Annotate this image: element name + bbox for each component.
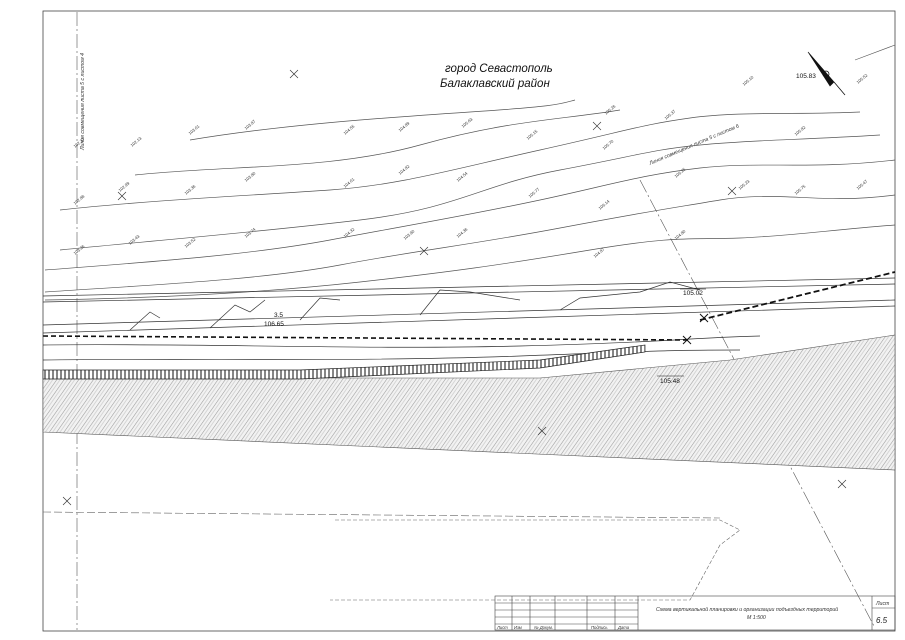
elevation-label: 105.37 bbox=[663, 108, 677, 120]
slope-label: 3.5 bbox=[274, 312, 283, 319]
elevation-label: 103.01 bbox=[187, 123, 201, 135]
elevation-label: 105.70 bbox=[601, 138, 615, 150]
design-line-branch bbox=[699, 271, 896, 321]
sheet-frame bbox=[42, 10, 896, 632]
elevation-label: 102.88 bbox=[72, 193, 86, 205]
design-mark-label: 106.65 bbox=[264, 321, 284, 328]
design-mark-label: 105.83 bbox=[796, 73, 816, 80]
elevation-label: 103.80 bbox=[243, 170, 257, 182]
border-notch bbox=[854, 44, 896, 61]
elevation-label: 105.26 bbox=[603, 103, 617, 115]
stamp-col-doc: № Докум. bbox=[534, 625, 553, 630]
elevation-label: 102.13 bbox=[129, 135, 143, 147]
sheet-number: 6.5 bbox=[876, 616, 888, 625]
stamp-col-sign: Подпись bbox=[591, 625, 608, 630]
elevation-label: 103.36 bbox=[72, 243, 86, 255]
elevation-label: 103.43 bbox=[127, 233, 141, 245]
city-label: город Севастополь bbox=[445, 63, 553, 75]
design-line bbox=[42, 335, 691, 341]
elevation-label: 105.10 bbox=[741, 74, 755, 86]
elevation-label: 103.36 bbox=[183, 183, 197, 195]
elevation-label: 104.54 bbox=[455, 170, 469, 182]
lower-platform bbox=[330, 519, 741, 601]
elevation-label: 105.77 bbox=[527, 186, 541, 198]
stamp-col-sheet: Лист bbox=[496, 625, 508, 630]
elevation-label: 104.36 bbox=[455, 226, 469, 238]
elevation-label: 103.90 bbox=[402, 228, 416, 240]
sheet-label: Лист bbox=[875, 601, 890, 607]
north-arrow-icon bbox=[807, 51, 846, 96]
elevation-label: 105.82 bbox=[793, 124, 807, 136]
retaining-wall bbox=[42, 344, 646, 380]
match-line-left-label: Линия совмещения листа 5 с листом 4 bbox=[80, 53, 86, 151]
contour-lines bbox=[44, 99, 896, 301]
road-edges bbox=[42, 277, 896, 361]
elevation-label: 105.63 bbox=[460, 116, 474, 128]
survey-crosses bbox=[62, 69, 847, 506]
elevation-label: 105.15 bbox=[525, 128, 539, 140]
elevation-label: 104.32 bbox=[342, 226, 356, 238]
elevation-label: 106.14 bbox=[597, 198, 611, 210]
elevation-label: 105.75 bbox=[793, 183, 807, 195]
elevation-label: 105.52 bbox=[855, 72, 869, 84]
drawing-title: Схема вертикальной планировки и организа… bbox=[656, 606, 838, 613]
stamp-col-change: Изм bbox=[514, 625, 522, 630]
elevation-label: 103.87 bbox=[243, 118, 257, 130]
road-hatched-area bbox=[42, 334, 896, 471]
design-mark-label: 105.02 bbox=[683, 290, 703, 297]
elevation-label: 104.55 bbox=[342, 123, 356, 135]
stamp-col-date: Дата bbox=[617, 625, 630, 630]
district-label: Балаклавский район bbox=[440, 78, 550, 90]
elevation-label: 106.25 bbox=[673, 166, 687, 178]
crossing-marker-icon bbox=[682, 313, 709, 345]
elevation-label: 103.74 bbox=[243, 226, 257, 238]
elevation-label: 102.99 bbox=[117, 180, 131, 192]
title-block bbox=[494, 595, 896, 631]
elevation-label: 105.47 bbox=[855, 178, 869, 190]
elevation-label: 104.87 bbox=[592, 246, 606, 258]
elevation-label: 104.82 bbox=[397, 163, 411, 175]
elevation-label: 104.01 bbox=[342, 176, 356, 188]
lower-dashed-line bbox=[42, 511, 721, 519]
drawing-scale: М 1:500 bbox=[747, 615, 766, 621]
elevation-label: 104.89 bbox=[397, 120, 411, 132]
design-mark-label: 105.48 bbox=[660, 378, 680, 385]
elevation-label: 105.23 bbox=[737, 178, 751, 190]
